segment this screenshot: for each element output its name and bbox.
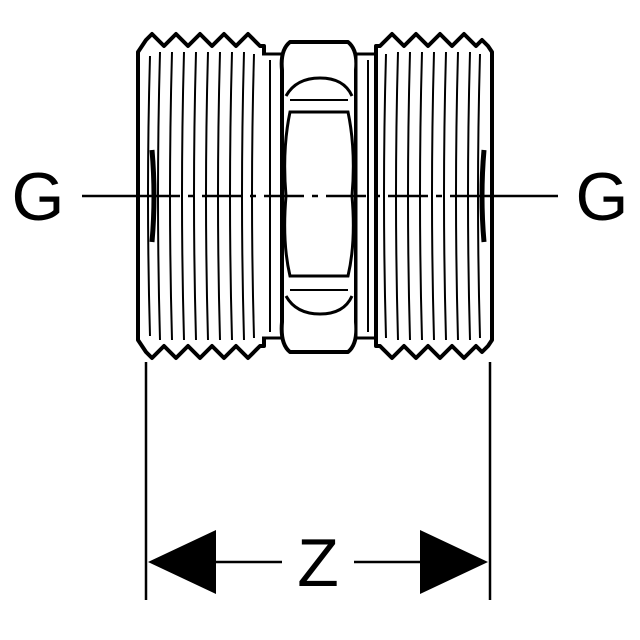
dimension-arrow-right xyxy=(420,530,488,594)
hex-nut xyxy=(279,40,359,354)
hex-flat-middle xyxy=(283,110,355,278)
thread-label-right: G xyxy=(576,159,629,235)
dimension-z: Z xyxy=(144,362,492,601)
hex-flat-bottom xyxy=(284,295,354,316)
dimension-label-z: Z xyxy=(297,525,339,601)
left-thread-outline xyxy=(136,32,266,360)
hex-flat-top xyxy=(284,76,354,97)
right-thread-outline xyxy=(374,32,494,360)
thread-label-left: G xyxy=(12,159,65,235)
dimension-arrow-left xyxy=(148,530,216,594)
